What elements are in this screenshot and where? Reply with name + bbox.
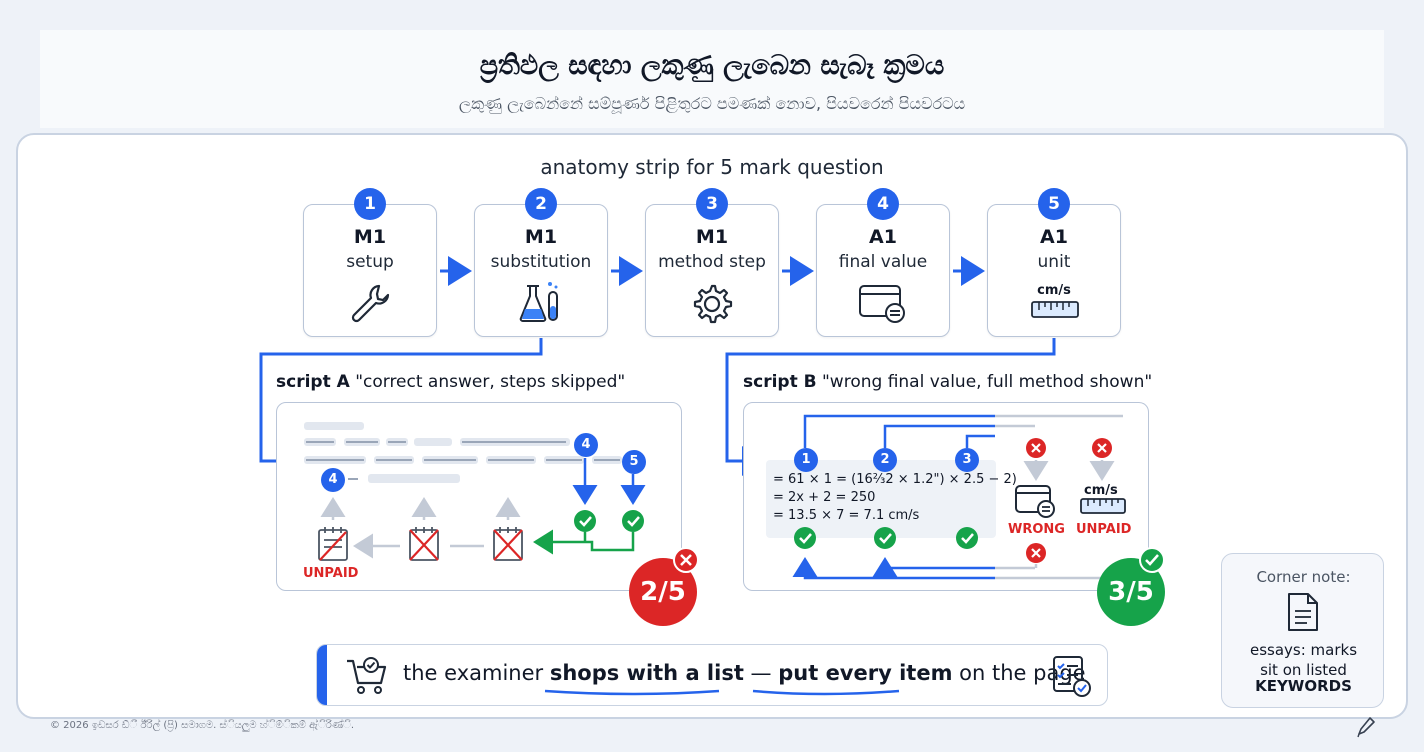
- banner-highlight: put every item: [778, 661, 953, 685]
- summary-banner: the examiner shops with a list — put eve…: [316, 644, 1108, 706]
- cross-icon: [1026, 543, 1046, 563]
- strip-title: anatomy strip for 5 mark question: [540, 155, 884, 179]
- corner-note: Corner note: essays: marks sit on listed…: [1221, 553, 1384, 708]
- step-code: A1: [1040, 226, 1068, 248]
- connector-to-script-a: [259, 338, 543, 476]
- cross-icon: [1092, 438, 1112, 458]
- step-code: M1: [353, 226, 387, 248]
- step-number: 2: [525, 188, 557, 220]
- check-icon: [622, 510, 644, 532]
- crossed-notepad-icon: [409, 527, 439, 561]
- cross-badge-icon: [673, 547, 699, 573]
- script-b-unpaid-label: UNPAID: [1076, 522, 1132, 537]
- step-card-final-value: [816, 204, 950, 337]
- banner-text-part: the examiner: [403, 661, 550, 685]
- step-label: setup: [346, 252, 394, 272]
- wrong-label: WRONG: [1008, 522, 1065, 537]
- step-number: 1: [354, 188, 386, 220]
- step-number: 3: [696, 188, 728, 220]
- script-b-marker: 2: [873, 448, 897, 472]
- script-a-unpaid-label: UNPAID: [303, 566, 359, 581]
- page-subtitle: ලකුණු ලැබෙන්නේ සම්පූර්ණ පිළිතුරට පමණක් න…: [458, 94, 966, 113]
- check-icon: [874, 527, 896, 549]
- corner-note-body: essays: marks sit on listed: [1249, 641, 1358, 679]
- pen-icon: [1357, 717, 1375, 738]
- corner-note-keyword: KEYWORDS: [1255, 677, 1352, 695]
- script-b-title: script B "wrong final value, full method…: [743, 372, 1152, 392]
- crossed-notepad-icon: [493, 527, 523, 561]
- script-a-quote: "correct answer, steps skipped": [355, 372, 626, 392]
- document-icon: [1288, 593, 1318, 631]
- footer-copyright: © 2026 ඉඩසර ඩ්ී ඊ්රිල් (ප්‍රි) සමාගම. ස්…: [50, 720, 355, 731]
- check-badge-icon: [1139, 547, 1165, 573]
- ruler-icon: [1031, 301, 1079, 318]
- connector-to-script-b: [725, 338, 1056, 476]
- check-icon: [956, 527, 978, 549]
- formula-block: [766, 460, 996, 538]
- script-a-marker: 4: [574, 433, 598, 457]
- gear-icon: [693, 284, 733, 324]
- step-label: substitution: [490, 252, 592, 272]
- script-b-unit-text: cm/s: [1084, 483, 1118, 498]
- step-code: M1: [695, 226, 729, 248]
- corner-note-title: Corner note:: [1256, 568, 1351, 586]
- banner-text: the examiner shops with a list — put eve…: [403, 661, 1086, 685]
- step-label: unit: [1037, 252, 1071, 272]
- formula-line: = 13.5 × 7 = 7.1 cm/s: [773, 508, 920, 523]
- script-a-diagram: [304, 422, 646, 561]
- check-icon: [794, 527, 816, 549]
- step-code: A1: [869, 226, 897, 248]
- ruler-icon: [1080, 498, 1126, 514]
- formula-line: = 2x + 2 = 250: [773, 490, 876, 505]
- banner-text-part: —: [743, 661, 779, 685]
- script-a-marker: 4: [321, 468, 345, 492]
- cross-icon: [1026, 438, 1046, 458]
- step-code: M1: [524, 226, 558, 248]
- step-card-method-step: [645, 204, 779, 337]
- script-b-label: script B: [743, 372, 817, 392]
- script-b-marker: 1: [794, 448, 818, 472]
- banner-accent-bar: [317, 645, 327, 705]
- step-label: method step: [658, 252, 766, 272]
- step-number: 4: [867, 188, 899, 220]
- banner-highlight: shops with a list: [549, 661, 744, 685]
- script-b-quote: "wrong final value, full method shown": [821, 372, 1153, 392]
- wrench-icon: [351, 284, 390, 323]
- script-a-title: script A "correct answer, steps skipped": [276, 372, 625, 392]
- step-number: 5: [1038, 188, 1070, 220]
- step-label: final value: [838, 252, 928, 272]
- script-a-label: script A: [276, 372, 350, 392]
- calculator-icon: [1015, 485, 1051, 513]
- check-icon: [574, 510, 596, 532]
- script-b-marker: 3: [955, 448, 979, 472]
- calculator-icon: [859, 285, 905, 323]
- checklist-icon: [1053, 656, 1091, 697]
- script-a-marker: 5: [622, 450, 646, 474]
- unit-text: cm/s: [1037, 283, 1071, 298]
- lab-flask-icon: [519, 282, 558, 322]
- shopping-cart-icon: [347, 657, 387, 694]
- page-header: ප්‍රතිඵල සඳහා ලකුණු ලැබෙන සැබෑ ක්‍රමය ලක…: [40, 30, 1384, 128]
- banner-underlines: [544, 689, 900, 696]
- step-card-setup: [303, 204, 437, 337]
- page-title: ප්‍රතිඵල සඳහා ලකුණු ලැබෙන සැබෑ ක්‍රමය: [479, 50, 945, 81]
- formula-line: = 61 × 1 = (16⅔2 × 1.2") × 2.5 − 2): [773, 472, 1017, 487]
- banner-text-part: on the page: [952, 661, 1086, 685]
